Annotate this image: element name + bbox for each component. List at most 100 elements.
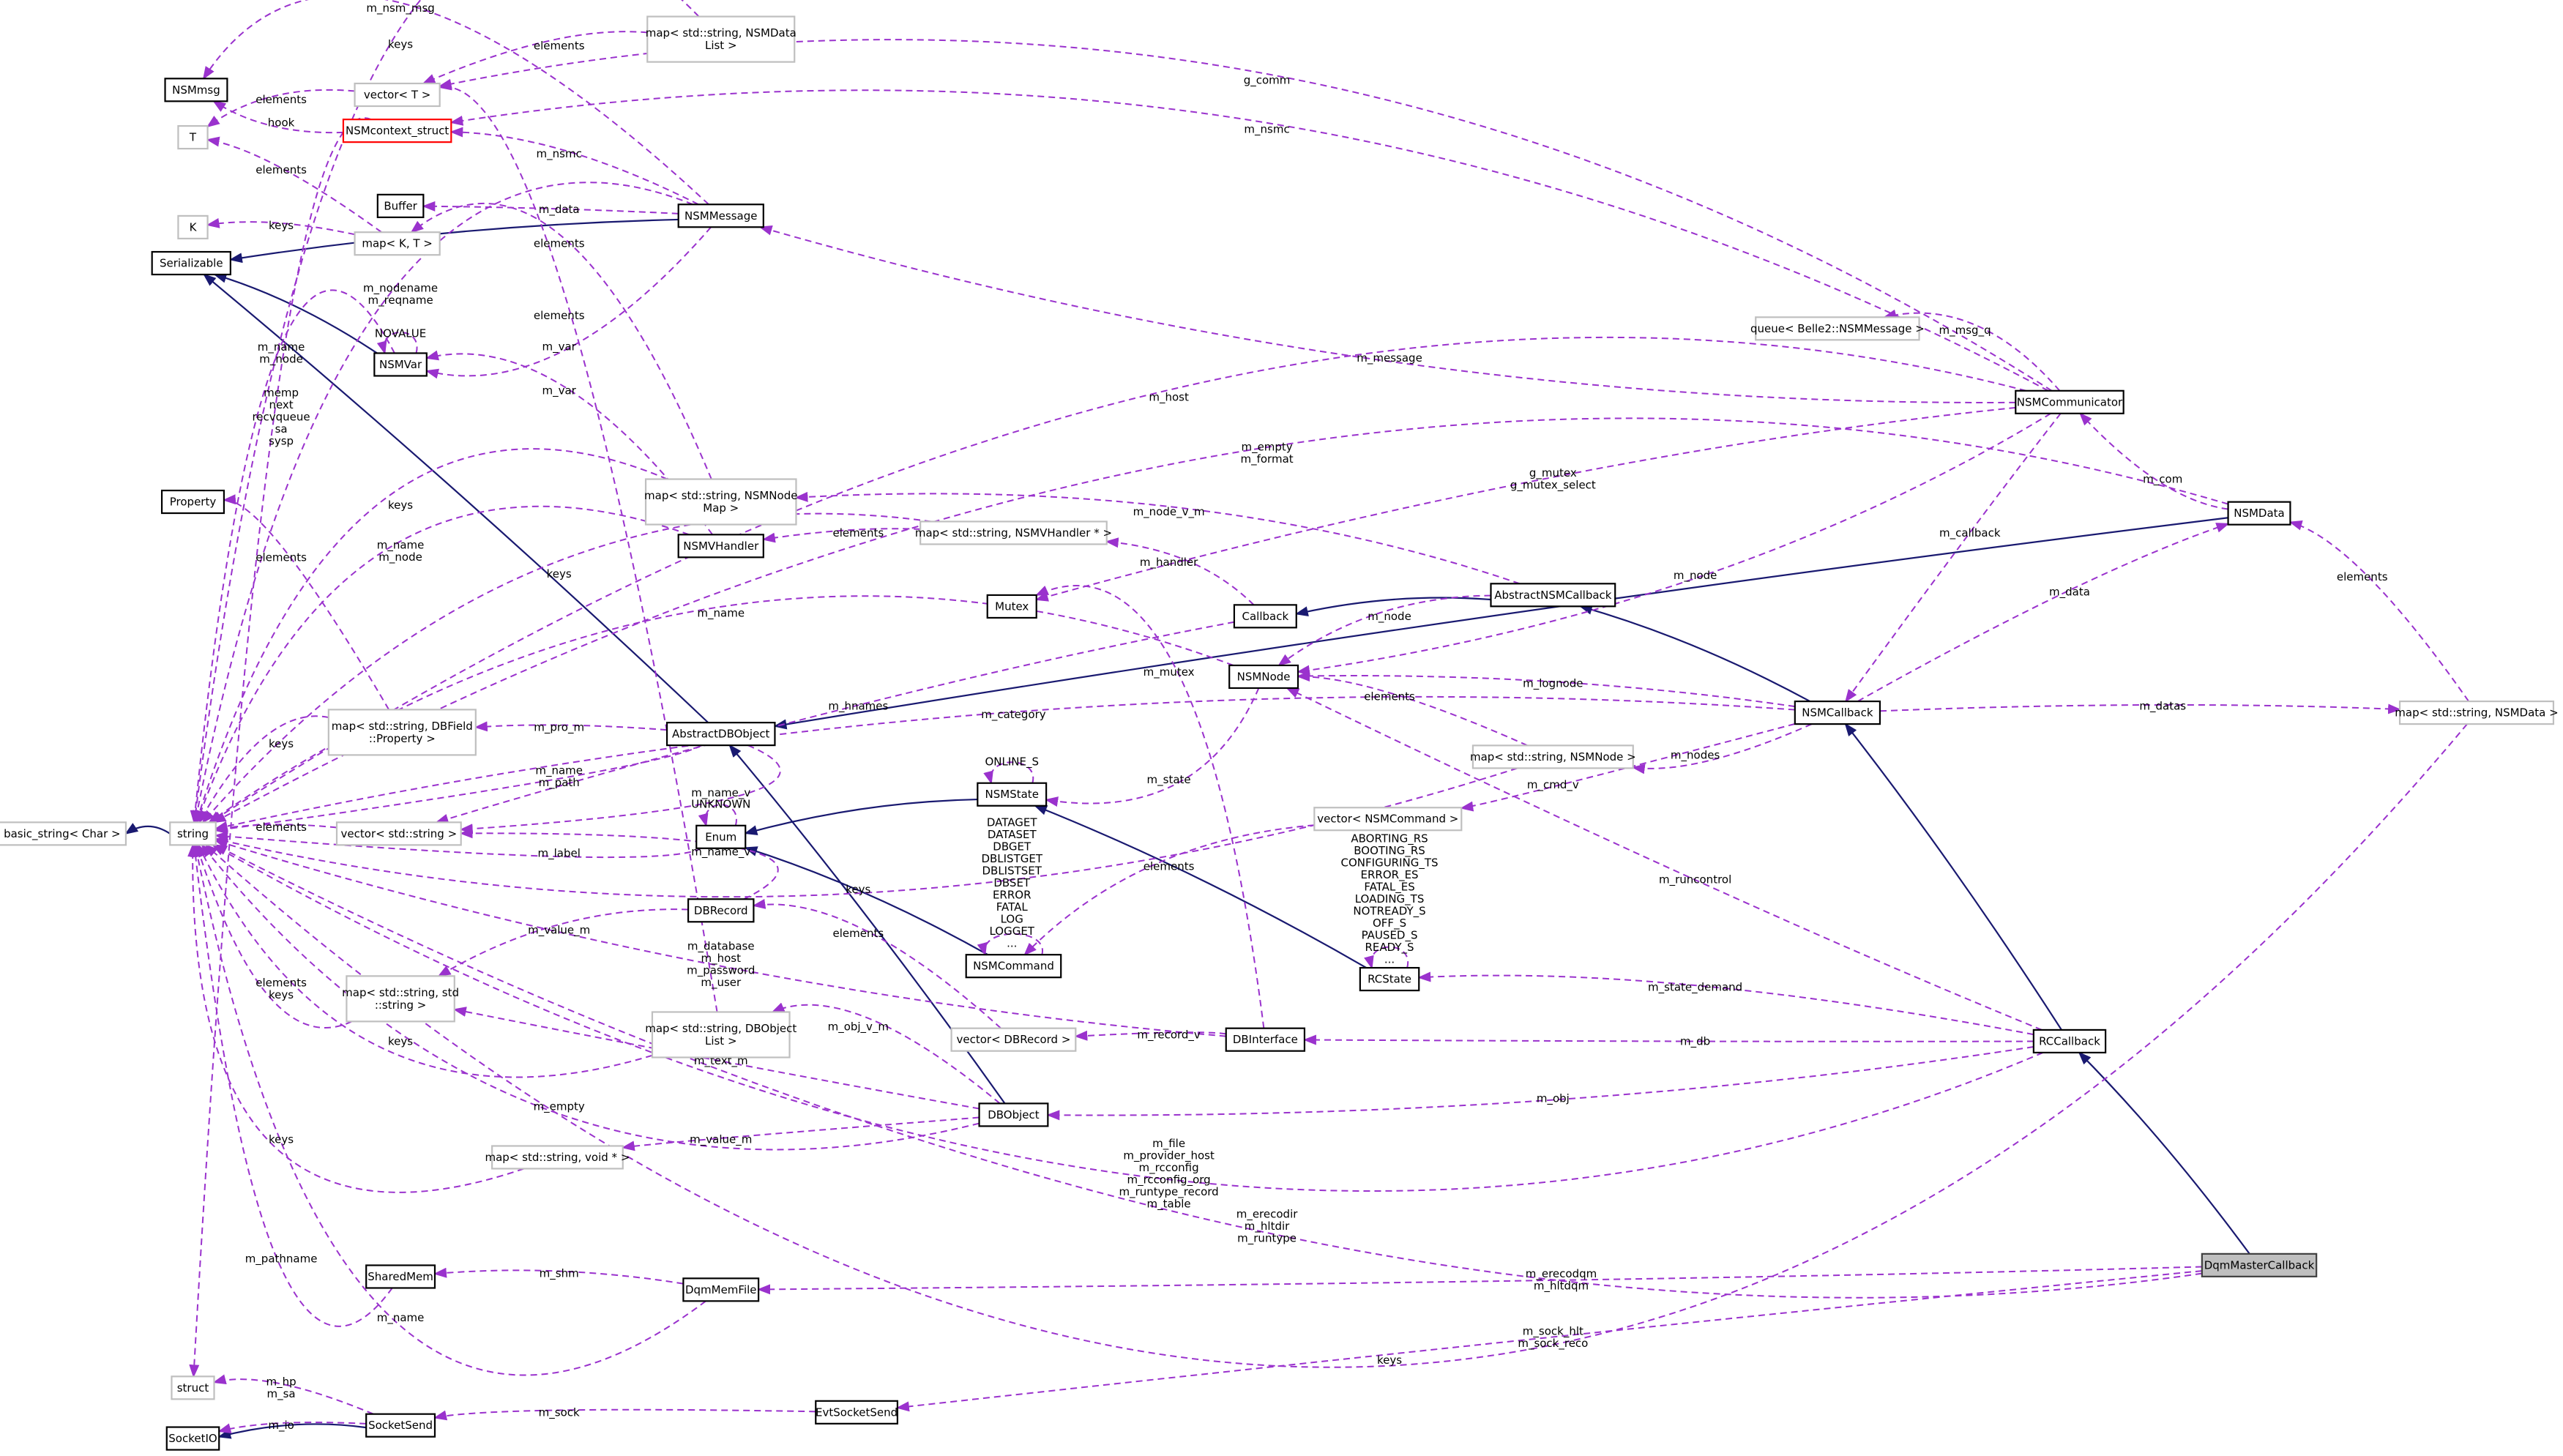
class-node-box[interactable] <box>977 782 1048 807</box>
class-node-box[interactable] <box>151 250 231 276</box>
class-node-box[interactable] <box>177 214 209 239</box>
class-node-socketsend[interactable]: SocketSend <box>365 1413 436 1438</box>
class-node-box[interactable] <box>677 534 764 559</box>
class-node-box[interactable] <box>919 520 1108 545</box>
class-node-K[interactable]: K <box>177 214 209 239</box>
class-node-box[interactable] <box>1313 807 1463 832</box>
class-node-ctx[interactable]: NSMcontext_struct <box>342 119 452 143</box>
class-node-box[interactable] <box>1359 966 1420 992</box>
class-node-box[interactable] <box>373 352 428 377</box>
class-node-T[interactable]: T <box>177 124 209 150</box>
class-node-nsmcb[interactable]: NSMCallback <box>1794 700 1881 725</box>
class-node-dbobject[interactable]: DBObject <box>978 1102 1049 1127</box>
class-node-box[interactable] <box>354 82 441 108</box>
class-node-box[interactable] <box>327 709 477 756</box>
class-node-nsmstate[interactable]: NSMState <box>977 782 1048 807</box>
class-node-evtsocket[interactable]: EvtSocketSend <box>815 1400 899 1425</box>
class-node-struct[interactable]: struct <box>171 1375 215 1400</box>
class-node-nsmnode[interactable]: NSMNode <box>1228 664 1299 690</box>
class-node-box[interactable] <box>2201 1252 2318 1277</box>
class-node-absnsmcb[interactable]: AbstractNSMCallback <box>1490 583 1616 608</box>
class-node-box[interactable] <box>1755 316 1920 341</box>
class-node-box[interactable] <box>665 722 776 747</box>
class-node-nsmmessage[interactable]: NSMMessage <box>677 204 764 228</box>
class-node-box[interactable] <box>644 478 797 526</box>
class-node-mapVoid[interactable]: map< std::string, void * > <box>485 1145 630 1170</box>
class-node-mapNSMNode[interactable]: map< std::string, NSMNode > <box>1470 744 1636 769</box>
class-node-box[interactable] <box>2032 1028 2107 1054</box>
class-node-box[interactable] <box>164 78 228 102</box>
class-node-box[interactable] <box>177 124 209 150</box>
class-node-box[interactable] <box>695 824 747 849</box>
class-node-mutex[interactable]: Mutex <box>986 594 1037 619</box>
class-node-box[interactable] <box>376 193 425 218</box>
class-node-box[interactable] <box>342 119 452 143</box>
class-node-queue[interactable]: queue< Belle2::NSMMessage > <box>1750 316 1925 341</box>
class-node-box[interactable] <box>1233 604 1297 629</box>
class-node-vecT[interactable]: vector< T > <box>354 82 441 108</box>
class-node-box[interactable] <box>2398 700 2555 725</box>
class-node-box[interactable] <box>365 1413 436 1438</box>
class-node-box[interactable] <box>491 1145 624 1170</box>
class-node-rcstate[interactable]: RCState <box>1359 966 1420 992</box>
class-node-box[interactable] <box>950 1027 1077 1052</box>
class-node-vhandler[interactable]: NSMVHandler <box>677 534 764 559</box>
class-node-box[interactable] <box>986 594 1037 619</box>
class-node-dqmmemfile[interactable]: DqmMemFile <box>682 1277 760 1302</box>
class-node-nsmdata[interactable]: NSMData <box>2227 501 2291 526</box>
class-node-box[interactable] <box>1471 744 1634 769</box>
class-node-serializable[interactable]: Serializable <box>151 250 231 276</box>
class-node-nsmmsg[interactable]: NSMmsg <box>164 78 228 102</box>
class-node-box[interactable] <box>365 1264 436 1289</box>
class-node-nsmvar[interactable]: NSMVar <box>373 352 428 377</box>
class-node-property[interactable]: Property <box>160 489 225 515</box>
class-node-box[interactable] <box>165 1426 220 1451</box>
class-node-sharedmem[interactable]: SharedMem <box>365 1264 436 1289</box>
class-node-box[interactable] <box>2015 389 2124 414</box>
class-node-callback[interactable]: Callback <box>1233 604 1297 629</box>
class-node-basicstring[interactable]: basic_string< Char > <box>0 821 127 846</box>
class-node-box[interactable] <box>687 898 755 923</box>
class-node-string[interactable]: string <box>169 821 217 846</box>
class-node-box[interactable] <box>682 1277 760 1302</box>
class-node-vecDBRecord[interactable]: vector< DBRecord > <box>950 1027 1077 1052</box>
class-node-box[interactable] <box>1490 583 1616 608</box>
class-node-absdbobj[interactable]: AbstractDBObject <box>665 722 776 747</box>
class-node-box[interactable] <box>0 821 127 846</box>
class-node-box[interactable] <box>1228 664 1299 690</box>
class-node-buffer[interactable]: Buffer <box>376 193 425 218</box>
class-node-dqmmaster[interactable]: DqmMasterCallback <box>2201 1252 2318 1277</box>
class-node-box[interactable] <box>677 204 764 228</box>
class-node-enum[interactable]: Enum <box>695 824 747 849</box>
class-node-rccb[interactable]: RCCallback <box>2032 1028 2107 1054</box>
class-node-box[interactable] <box>815 1400 899 1425</box>
class-node-socketio[interactable]: SocketIO <box>165 1426 220 1451</box>
class-node-box[interactable] <box>651 1011 791 1059</box>
class-node-mapVHandler[interactable]: map< std::string, NSMVHandler * > <box>915 520 1112 545</box>
class-node-mapDBField[interactable]: map< std::string, DBField::Property > <box>327 709 477 756</box>
class-node-nsmcmd[interactable]: NSMCommand <box>965 954 1062 979</box>
class-node-mapNSMData[interactable]: map< std::string, NSMData > <box>2395 700 2559 725</box>
class-node-dbrecord[interactable]: DBRecord <box>687 898 755 923</box>
class-node-mapKT[interactable]: map< K, T > <box>354 231 441 256</box>
class-node-box[interactable] <box>965 954 1062 979</box>
class-node-vecString[interactable]: vector< std::string > <box>335 821 462 846</box>
class-node-box[interactable] <box>2227 501 2291 526</box>
class-node-mapStrStr[interactable]: map< std::string, std::string > <box>342 975 459 1023</box>
class-node-box[interactable] <box>1794 700 1881 725</box>
class-node-box[interactable] <box>169 821 217 846</box>
class-node-comm[interactable]: NSMCommunicator <box>2015 389 2124 414</box>
class-node-box[interactable] <box>160 489 225 515</box>
class-node-box[interactable] <box>335 821 462 846</box>
class-node-box[interactable] <box>646 15 796 63</box>
class-node-box[interactable] <box>346 975 455 1023</box>
class-node-dbinterface[interactable]: DBInterface <box>1225 1027 1306 1052</box>
class-node-box[interactable] <box>171 1375 215 1400</box>
class-node-box[interactable] <box>1225 1027 1306 1052</box>
class-node-box[interactable] <box>978 1102 1049 1127</box>
class-node-box[interactable] <box>354 231 441 256</box>
class-node-vecCmd[interactable]: vector< NSMCommand > <box>1313 807 1463 832</box>
